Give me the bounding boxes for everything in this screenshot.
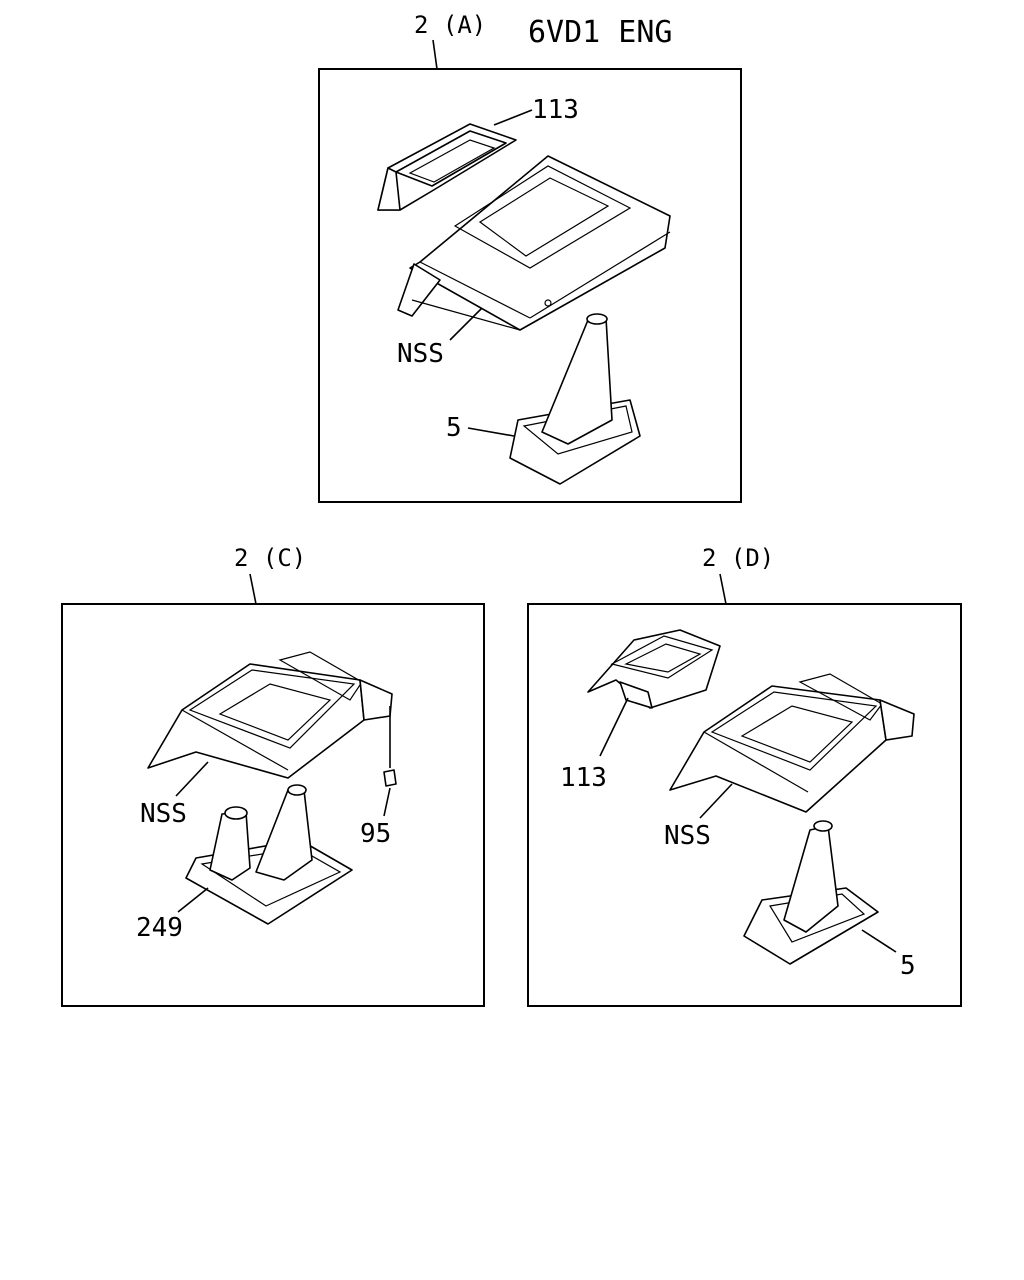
leader-5-d [861, 929, 897, 953]
panel-c-frame [61, 603, 485, 1007]
leader-249-c [177, 887, 209, 913]
panel-d-frame [527, 603, 962, 1007]
console-nss-d [669, 673, 915, 813]
boot-5-d [743, 820, 879, 965]
console-nss-c [147, 651, 393, 779]
cup-holder-113-a [377, 123, 517, 211]
panel-a: 2 (A) 113 NSS [318, 11, 742, 503]
panel-a-frame [318, 68, 742, 503]
boot-5-a [509, 313, 641, 485]
leader-nss-d [699, 783, 733, 819]
label-95-c: 95 [360, 819, 391, 849]
leader-5-a [467, 427, 515, 437]
panel-d-ref: 2 (D) [702, 544, 774, 572]
label-249-c: 249 [136, 913, 183, 943]
label-nss-a: NSS [397, 339, 444, 369]
cup-holder-113-d [587, 629, 721, 709]
console-nss-a [397, 155, 671, 331]
panel-d-leader [719, 573, 727, 605]
panel-c: 2 (C) NSS 95 249 [61, 544, 485, 1007]
leader-nss-c [175, 761, 209, 797]
clip-95-c [383, 769, 397, 787]
panel-a-leader [432, 39, 438, 70]
boot-249-c [185, 784, 353, 925]
label-113-d: 113 [560, 763, 607, 793]
leader-95-c [383, 787, 391, 817]
label-113-a: 113 [532, 95, 579, 125]
label-5-d: 5 [900, 951, 916, 981]
label-nss-d: NSS [664, 821, 711, 851]
label-nss-c: NSS [140, 799, 187, 829]
leader-113-a [493, 109, 533, 126]
label-5-a: 5 [446, 413, 462, 443]
panel-d: 2 (D) 113 NSS 5 [527, 544, 962, 1007]
panel-a-ref: 2 (A) [414, 11, 486, 39]
panel-c-ref: 2 (C) [234, 544, 306, 572]
leader-113-d [599, 697, 629, 757]
panel-c-leader [249, 573, 257, 605]
leader-nss-a [449, 307, 483, 341]
engine-title: 6VD1 ENG [528, 15, 673, 50]
